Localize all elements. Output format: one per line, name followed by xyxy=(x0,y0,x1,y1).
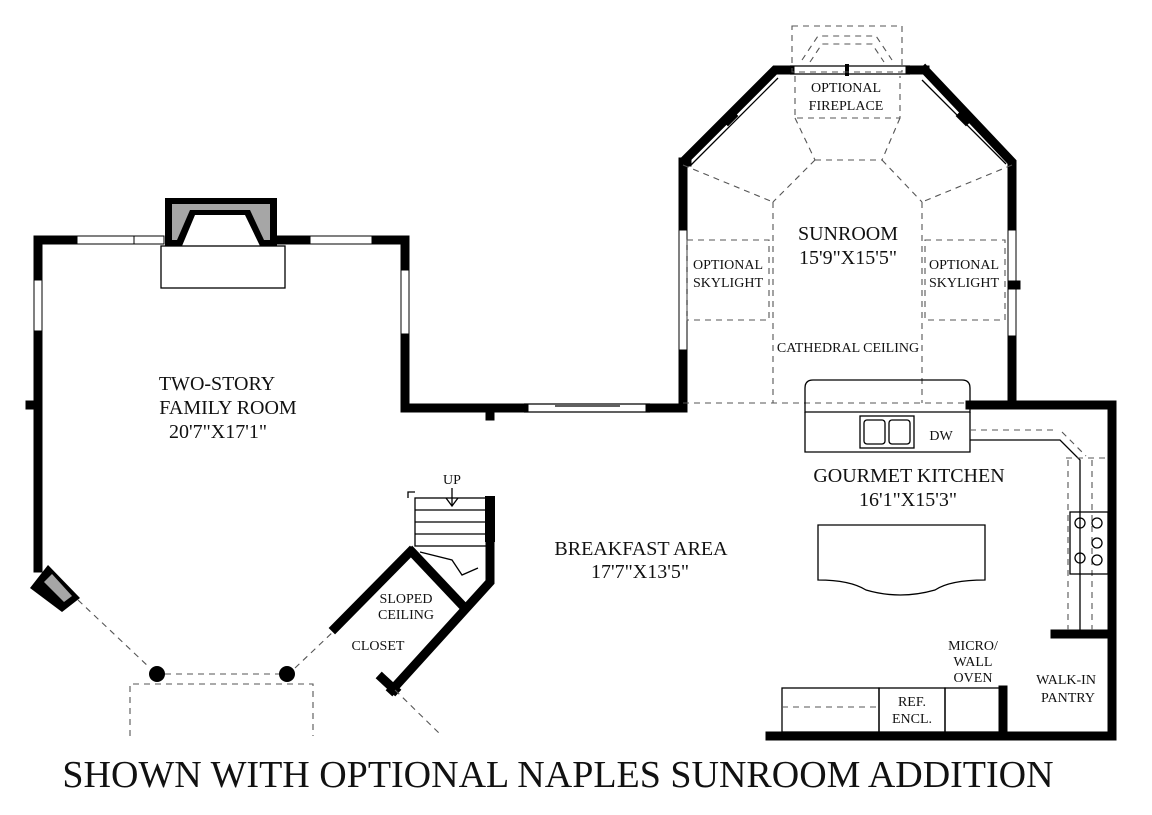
micro-oven-label-2: WALL xyxy=(954,655,993,670)
sunroom-dims: 15'9"X15'5" xyxy=(799,247,897,269)
ref-enclosure-label-1: REF. xyxy=(898,695,926,710)
skylight-left-label-1: OPTIONAL xyxy=(693,258,763,273)
family-fireplace xyxy=(160,198,286,289)
sloped-ceiling-label-1: SLOPED xyxy=(380,592,433,607)
skylight-right-label-2: SKYLIGHT xyxy=(929,276,999,291)
room-labels: TWO-STORY FAMILY ROOM 20'7"X17'1" SUNROO… xyxy=(159,223,1005,583)
sloped-ceiling-label-2: CEILING xyxy=(378,608,434,623)
pantry-label-2: PANTRY xyxy=(1041,691,1095,706)
kitchen-dims: 16'1"X15'3" xyxy=(859,489,957,511)
ref-enclosure-label-2: ENCL. xyxy=(892,712,932,727)
fireplace-label-2: FIREPLACE xyxy=(809,99,884,114)
stairs-closet xyxy=(328,488,495,737)
family-room-lower xyxy=(30,565,336,736)
stairs-up-label: UP xyxy=(443,473,461,488)
fireplace-label-1: OPTIONAL xyxy=(811,81,881,96)
family-room-walls xyxy=(25,235,527,573)
closet-label: CLOSET xyxy=(352,639,405,654)
plan-caption: SHOWN WITH OPTIONAL NAPLES SUNROOM ADDIT… xyxy=(62,754,1053,796)
micro-oven-label-3: OVEN xyxy=(954,671,993,686)
breakfast-dims: 17'7"X13'5" xyxy=(591,561,689,583)
fixture-labels: OPTIONAL FIREPLACE OPTIONAL SKYLIGHT OPT… xyxy=(352,81,1096,727)
kitchen-name: GOURMET KITCHEN xyxy=(813,465,1004,487)
skylight-left-label-2: SKYLIGHT xyxy=(693,276,763,291)
kitchen-fixtures xyxy=(781,379,1109,733)
sunroom-fireplace xyxy=(682,25,1013,404)
family-room-dims: 20'7"X17'1" xyxy=(169,421,267,443)
sunroom-name: SUNROOM xyxy=(798,223,898,245)
sunroom-walls xyxy=(517,63,1021,413)
family-room-name-1: TWO-STORY xyxy=(159,373,275,395)
family-room-name-2: FAMILY ROOM xyxy=(159,397,297,419)
skylight-right-label-1: OPTIONAL xyxy=(929,258,999,273)
cathedral-ceiling-label: CATHEDRAL CEILING xyxy=(777,341,919,356)
micro-oven-label-1: MICRO/ xyxy=(948,639,998,654)
dishwasher-label: DW xyxy=(929,429,953,444)
breakfast-name: BREAKFAST AREA xyxy=(554,538,728,560)
pantry-label-1: WALK-IN xyxy=(1036,673,1096,688)
